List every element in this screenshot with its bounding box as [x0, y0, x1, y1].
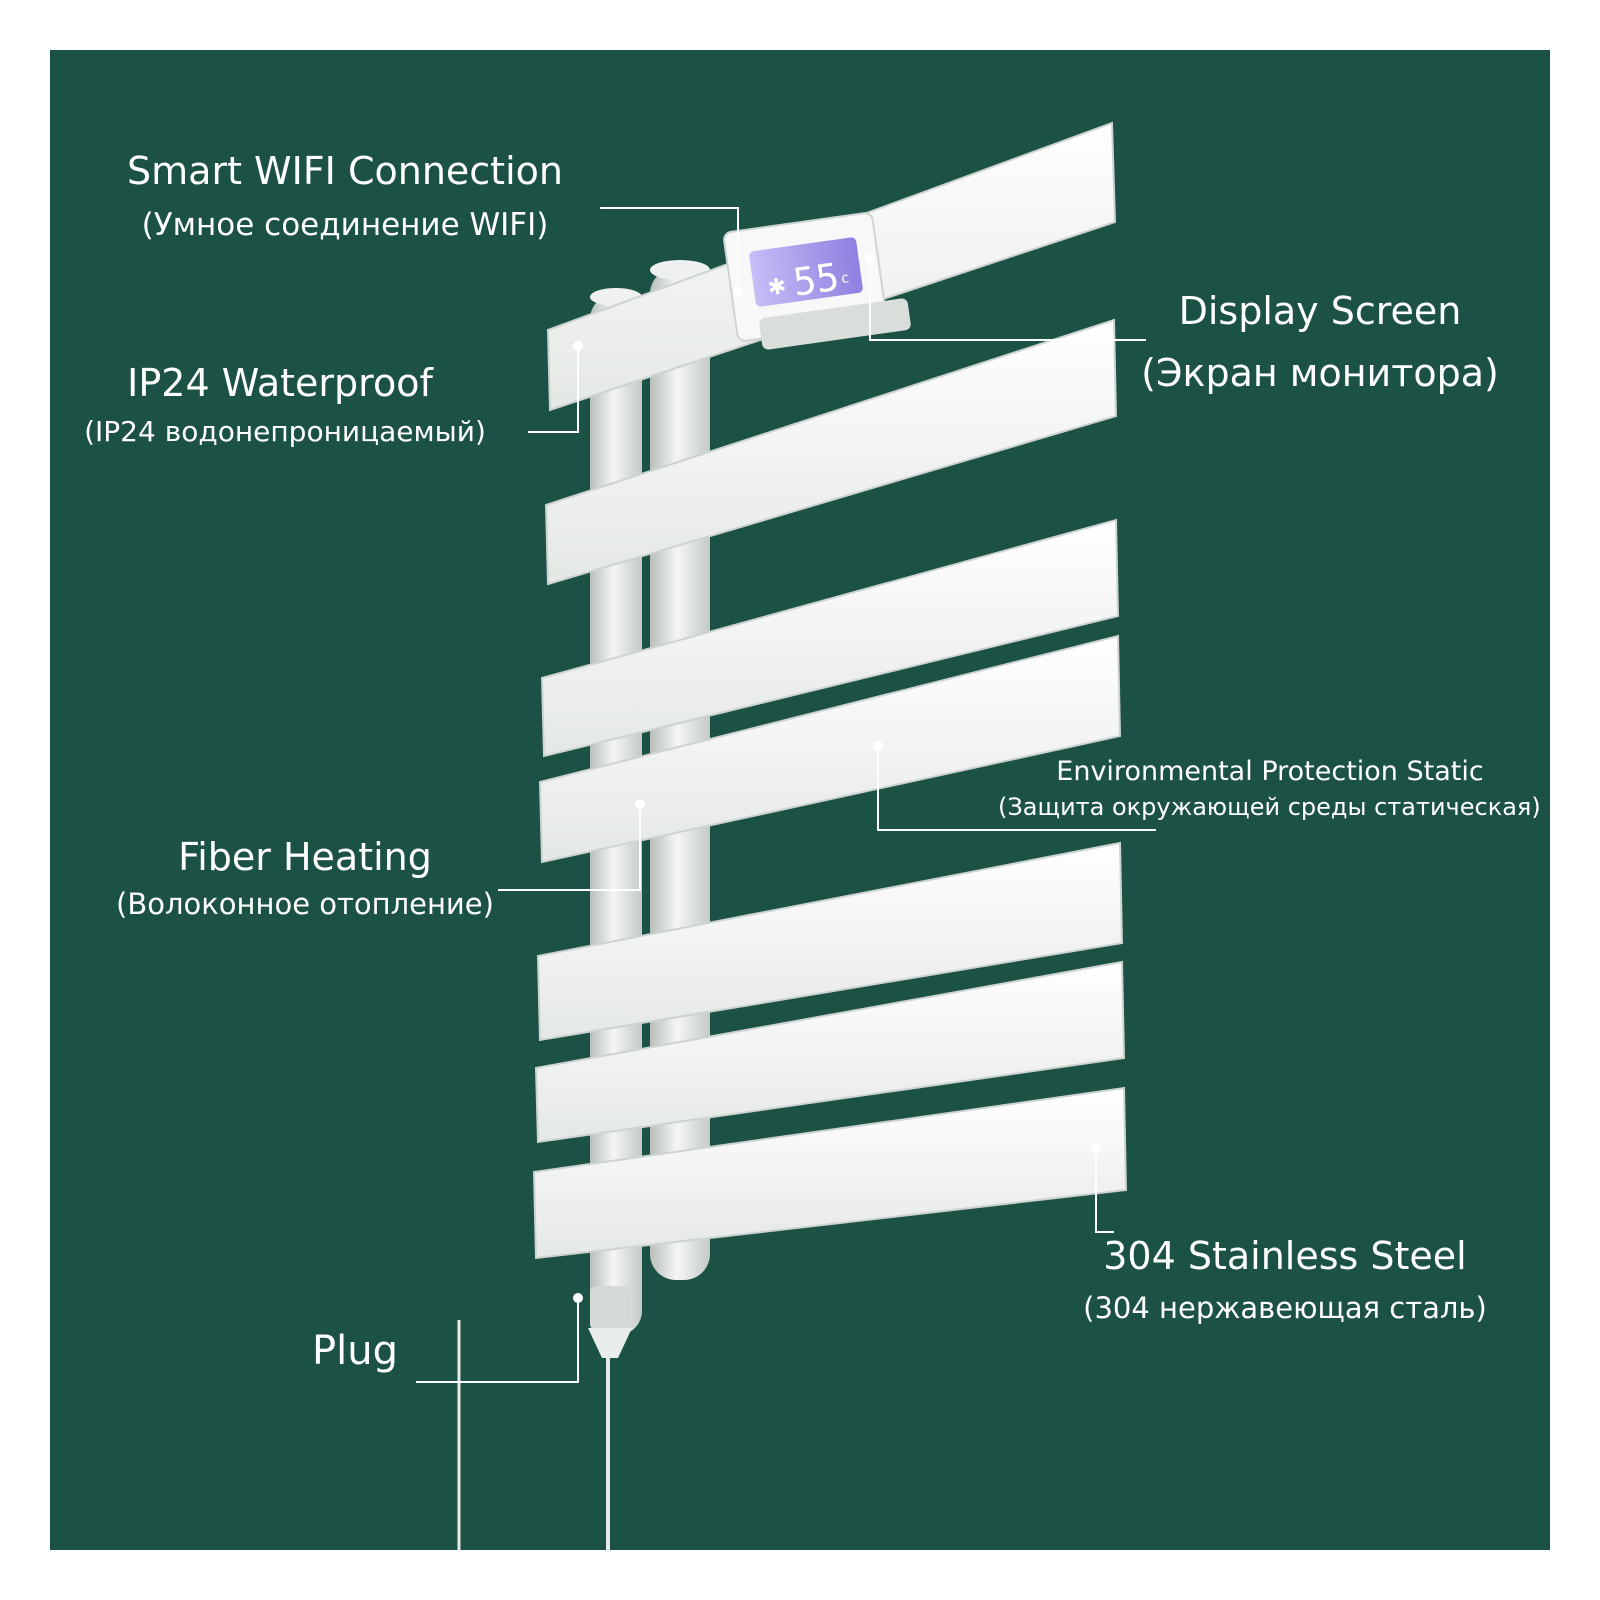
- display-screen-label-ru: (Экран монитора): [1141, 351, 1499, 395]
- stainless-steel-label: 304 Stainless Steel: [1103, 1234, 1467, 1278]
- fiber-heating-label: Fiber Heating: [178, 835, 432, 879]
- environment-label: Environmental Protection Static: [1056, 756, 1484, 787]
- plug-fitting: [590, 1286, 630, 1330]
- bar-6: [534, 960, 1126, 1144]
- display-dot: [865, 253, 875, 263]
- plug-dot: [573, 1293, 583, 1303]
- fiber-dot: [635, 799, 645, 809]
- stainless-steel-label-ru: (304 нержавеющая сталь): [1083, 1291, 1487, 1325]
- leader-lines: [416, 207, 1156, 1383]
- leader-dots: [573, 253, 1101, 1303]
- bar-4: [538, 634, 1122, 864]
- environment-dot: [873, 741, 883, 751]
- wifi-leader: [600, 207, 739, 290]
- wifi-dot: [733, 287, 743, 297]
- wifi-label-ru: (Умное соединение WIFI): [141, 207, 549, 243]
- display-reading: 55: [790, 255, 841, 305]
- plug-cone: [588, 1328, 632, 1358]
- environment-leader: [877, 748, 1156, 831]
- display-base: [759, 298, 911, 350]
- bar-3: [540, 518, 1120, 758]
- fiber-heating-label-ru: (Волоконное отопление): [116, 887, 494, 921]
- plug-leader: [416, 1300, 579, 1383]
- bar-7: [532, 1086, 1128, 1260]
- waterproof-label-ru: (IP24 водонепроницаемый): [84, 415, 486, 448]
- rack-bars: [532, 121, 1128, 1260]
- bar-5: [536, 841, 1124, 1042]
- steel-leader: [1095, 1150, 1114, 1233]
- snowflake-icon: ✱: [766, 274, 788, 301]
- display-unit: c: [840, 270, 850, 287]
- display-leader: [869, 260, 1146, 341]
- waterproof-dot: [573, 341, 583, 351]
- waterproof-leader: [528, 348, 579, 433]
- display-screen-label: Display Screen: [1178, 289, 1462, 333]
- steel-dot: [1091, 1143, 1101, 1153]
- fiber-leader: [498, 806, 641, 891]
- product-panel: ✱ 55 c Smart WIFI Connection (У: [50, 50, 1550, 1550]
- wifi-label: Smart WIFI Connection: [127, 149, 563, 193]
- waterproof-label: IP24 Waterproof: [127, 361, 433, 405]
- display-screen: [749, 237, 863, 307]
- environment-label-ru: (Защита окружающей среды статическая): [998, 793, 1541, 821]
- plug-label: Plug: [312, 1328, 398, 1374]
- towel-rack-illustration: ✱ 55 c: [416, 121, 1156, 1550]
- bar-2: [544, 318, 1118, 586]
